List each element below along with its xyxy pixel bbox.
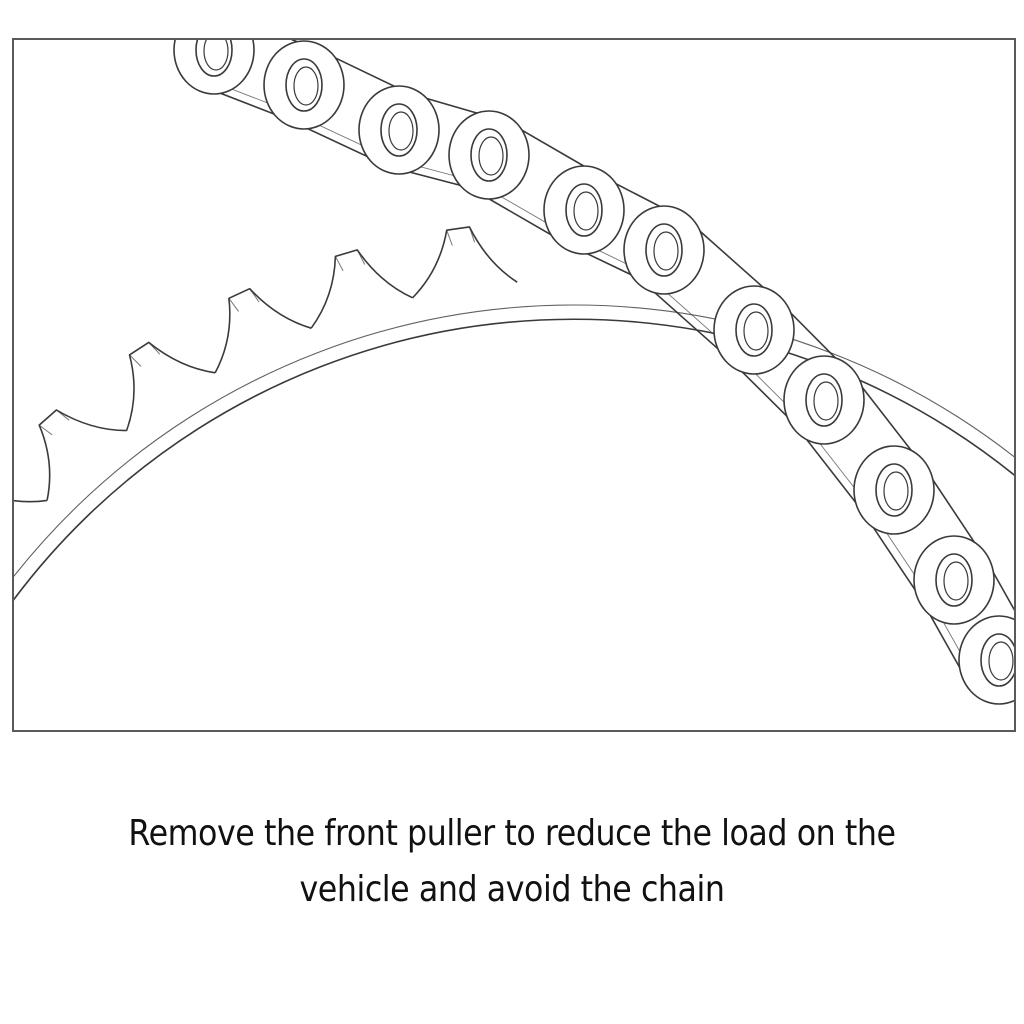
chain-pin-inner bbox=[203, 40, 229, 71]
chain-pin-outer bbox=[470, 128, 508, 182]
chain-pin-outer bbox=[565, 183, 603, 237]
illustration-frame bbox=[12, 38, 1016, 732]
chainring-inner-rim bbox=[14, 318, 1014, 601]
chain-link bbox=[448, 110, 530, 200]
chainring-tooth-facets bbox=[38, 226, 476, 436]
chain-link bbox=[958, 615, 1014, 705]
chain-pin-inner bbox=[988, 641, 1014, 681]
chain-pin-outer bbox=[805, 373, 843, 427]
chainring-chain-drawing bbox=[14, 40, 1014, 705]
chain-pin-outer bbox=[935, 553, 973, 607]
chain-link bbox=[263, 40, 345, 130]
chain-pin-inner bbox=[573, 191, 599, 231]
chainring-rim-bevel bbox=[14, 304, 1014, 578]
chain-link bbox=[543, 165, 625, 255]
caption-line-2: vehicle and avoid the chain bbox=[299, 869, 725, 910]
chain-pin-inner bbox=[883, 471, 909, 511]
chain-pin-outer bbox=[645, 223, 683, 277]
chainring-teeth bbox=[14, 226, 518, 503]
chain-link bbox=[173, 40, 255, 95]
chain-pin-inner bbox=[943, 561, 969, 601]
caption-line-1: Remove the front puller to reduce the lo… bbox=[128, 813, 896, 854]
chain-link bbox=[783, 355, 865, 445]
chain-link bbox=[913, 535, 995, 625]
chain-pin-outer bbox=[980, 633, 1014, 687]
chainring-sprocket bbox=[14, 226, 1014, 601]
chain-pin-inner bbox=[743, 311, 769, 351]
chain-upper-edge bbox=[290, 40, 1014, 611]
chain-pin-outer bbox=[380, 103, 418, 157]
chain-pin-outer bbox=[285, 58, 323, 112]
chain-pin-outer bbox=[735, 303, 773, 357]
caption: Remove the front puller to reduce the lo… bbox=[61, 806, 962, 918]
chain-pin-inner bbox=[388, 111, 414, 151]
chain-pin-inner bbox=[478, 136, 504, 176]
chain-link bbox=[713, 285, 795, 375]
chain-link bbox=[623, 205, 705, 295]
bicycle-chain bbox=[173, 40, 1014, 705]
chain-pin-inner bbox=[813, 381, 839, 421]
chain-link bbox=[853, 445, 935, 535]
chain-pin-outer bbox=[875, 463, 913, 517]
chain-link bbox=[358, 85, 440, 175]
chain-pin-inner bbox=[653, 231, 679, 271]
chain-pin-inner bbox=[293, 66, 319, 106]
